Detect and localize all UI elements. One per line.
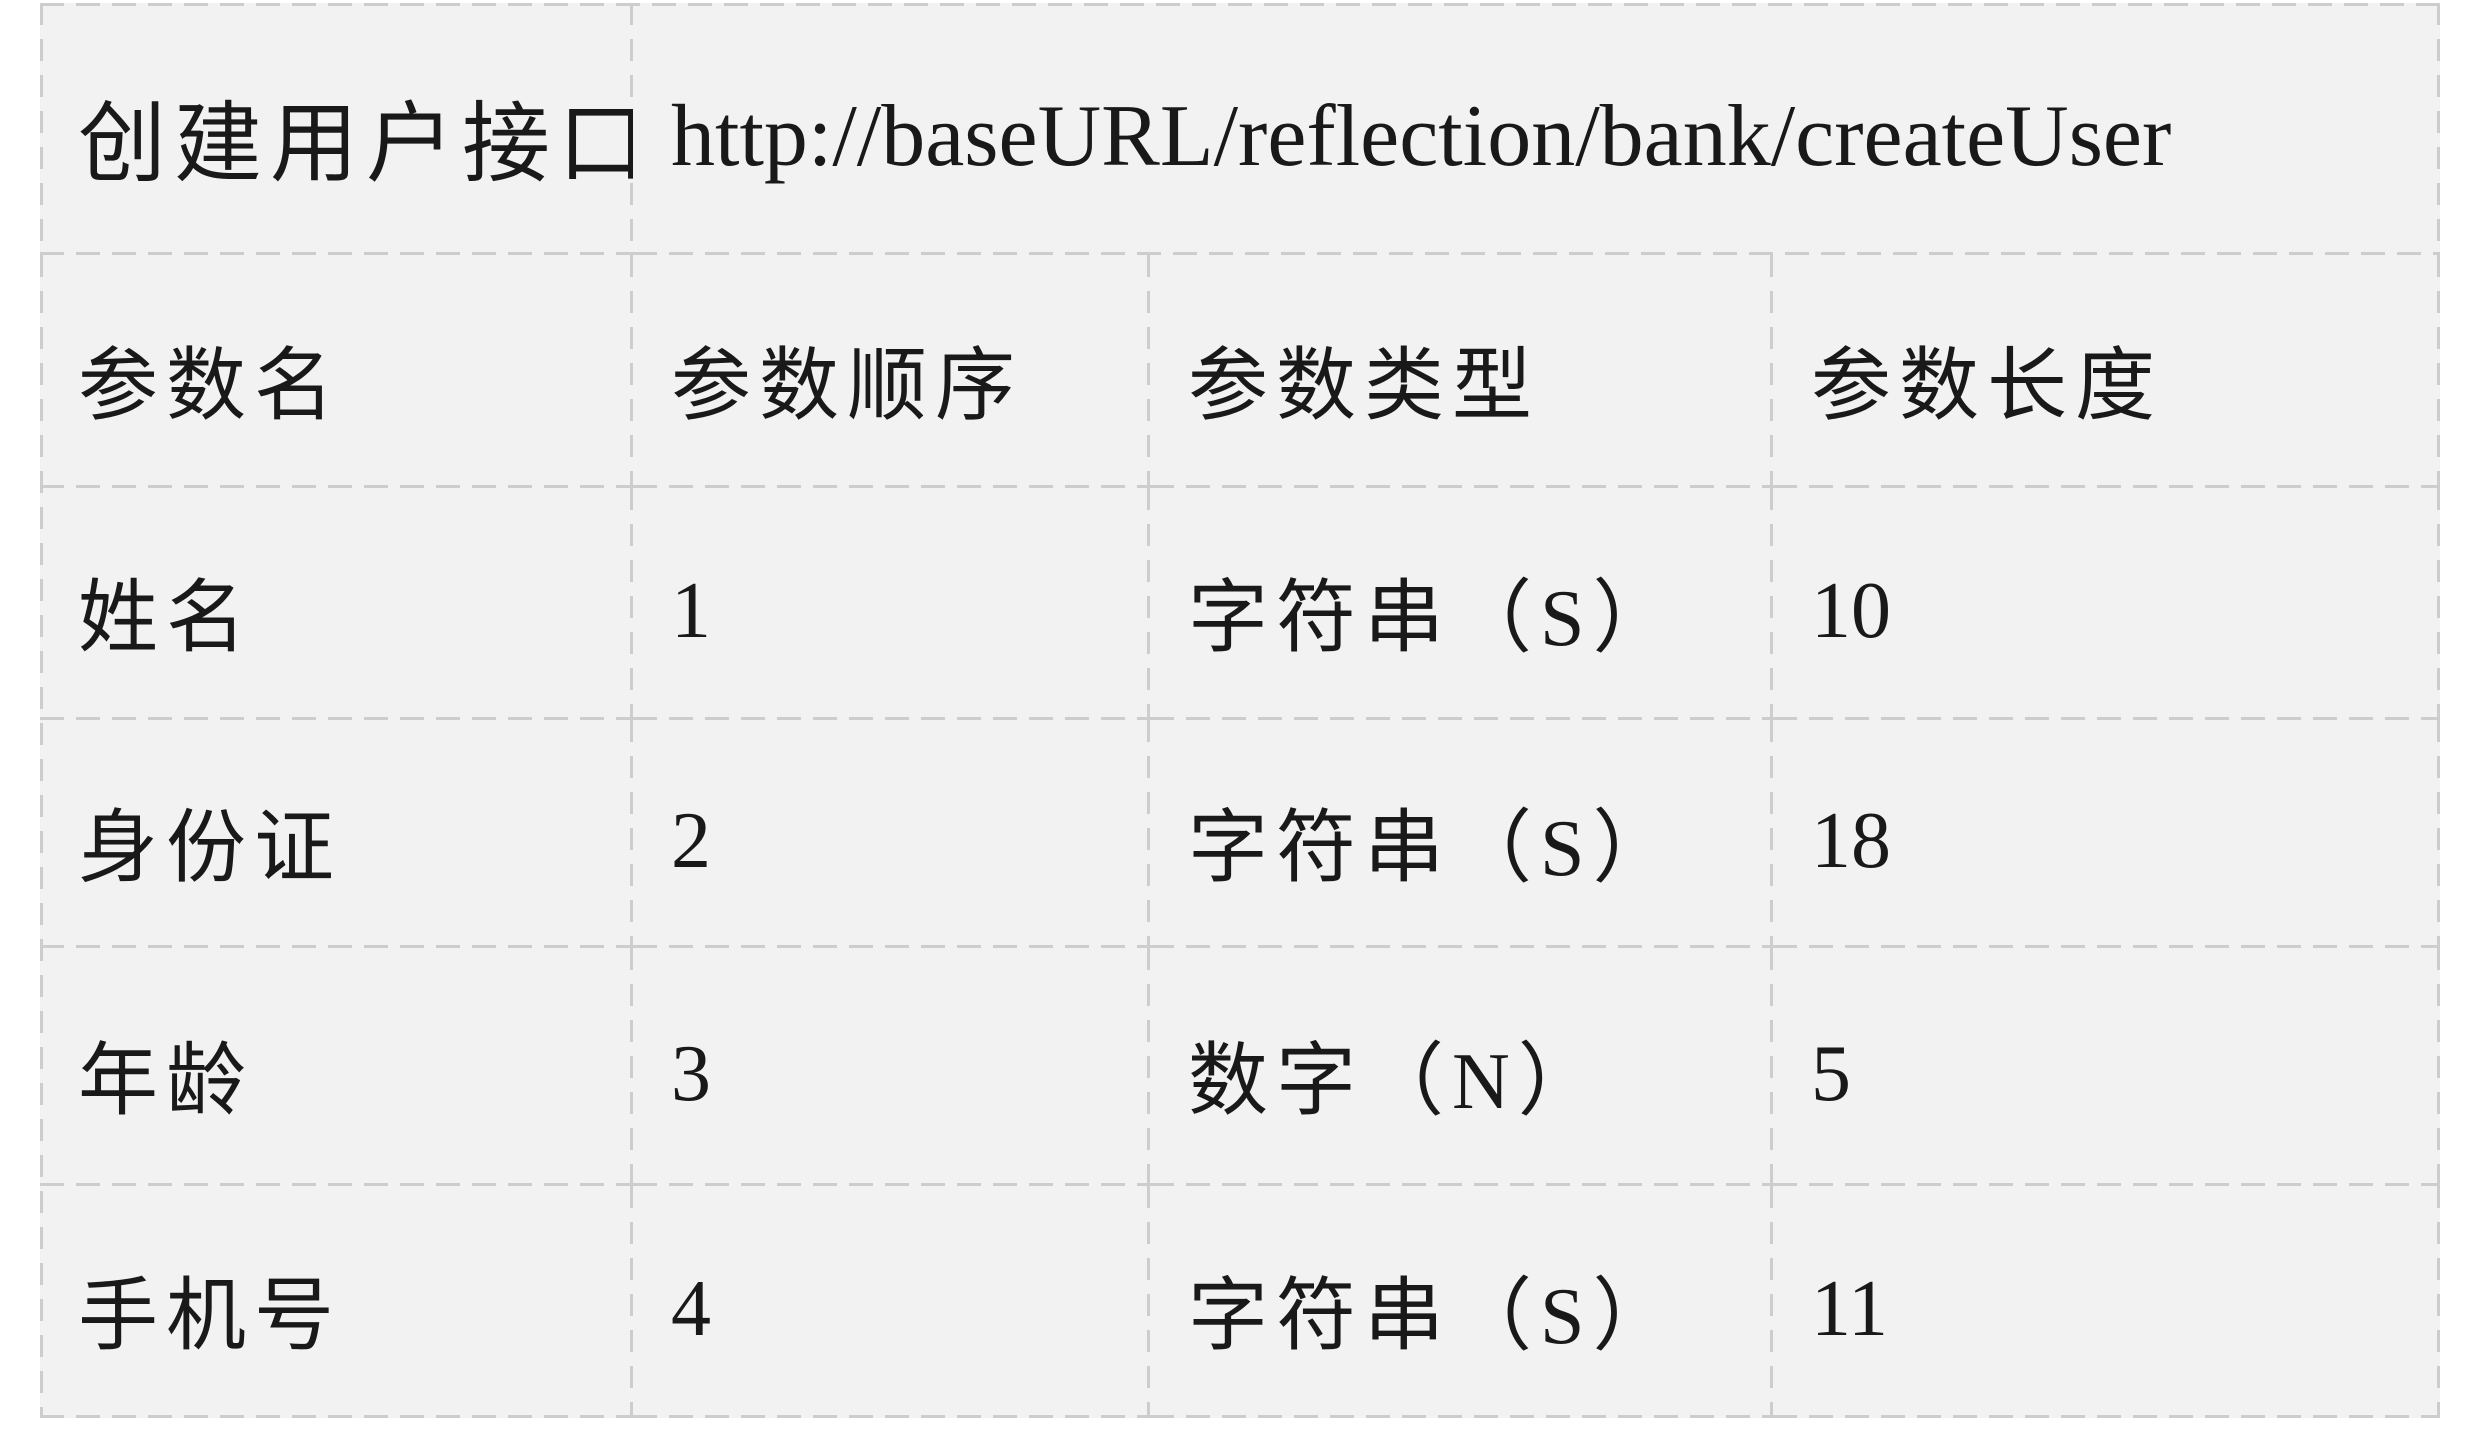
header-cell-param-length: 参数长度	[1773, 255, 2440, 488]
header-cell-param-order: 参数顺序	[633, 255, 1150, 488]
param-length-cell: 10	[1773, 488, 2440, 720]
param-name-cell: 年龄	[40, 948, 633, 1186]
param-type-cell: 字符串（S）	[1150, 1186, 1773, 1418]
param-type-cell: 字符串（S）	[1150, 488, 1773, 720]
param-order-cell: 3	[633, 948, 1150, 1186]
param-length-cell: 18	[1773, 720, 2440, 948]
param-order-cell: 4	[633, 1186, 1150, 1418]
param-length-cell: 11	[1773, 1186, 2440, 1418]
header-cell-param-type: 参数类型	[1150, 255, 1773, 488]
api-url-cell: http://baseURL/reflection/bank/createUse…	[633, 3, 2440, 255]
api-name-cell: 创建用户接口	[40, 3, 633, 255]
param-length-cell: 5	[1773, 948, 2440, 1186]
param-name-cell: 手机号	[40, 1186, 633, 1418]
param-type-cell: 字符串（S）	[1150, 720, 1773, 948]
param-order-cell: 2	[633, 720, 1150, 948]
header-cell-param-name: 参数名	[40, 255, 633, 488]
param-name-cell: 身份证	[40, 720, 633, 948]
api-spec-table: 创建用户接口 http://baseURL/reflection/bank/cr…	[40, 3, 2440, 1418]
param-name-cell: 姓名	[40, 488, 633, 720]
param-order-cell: 1	[633, 488, 1150, 720]
param-type-cell: 数字（N）	[1150, 948, 1773, 1186]
